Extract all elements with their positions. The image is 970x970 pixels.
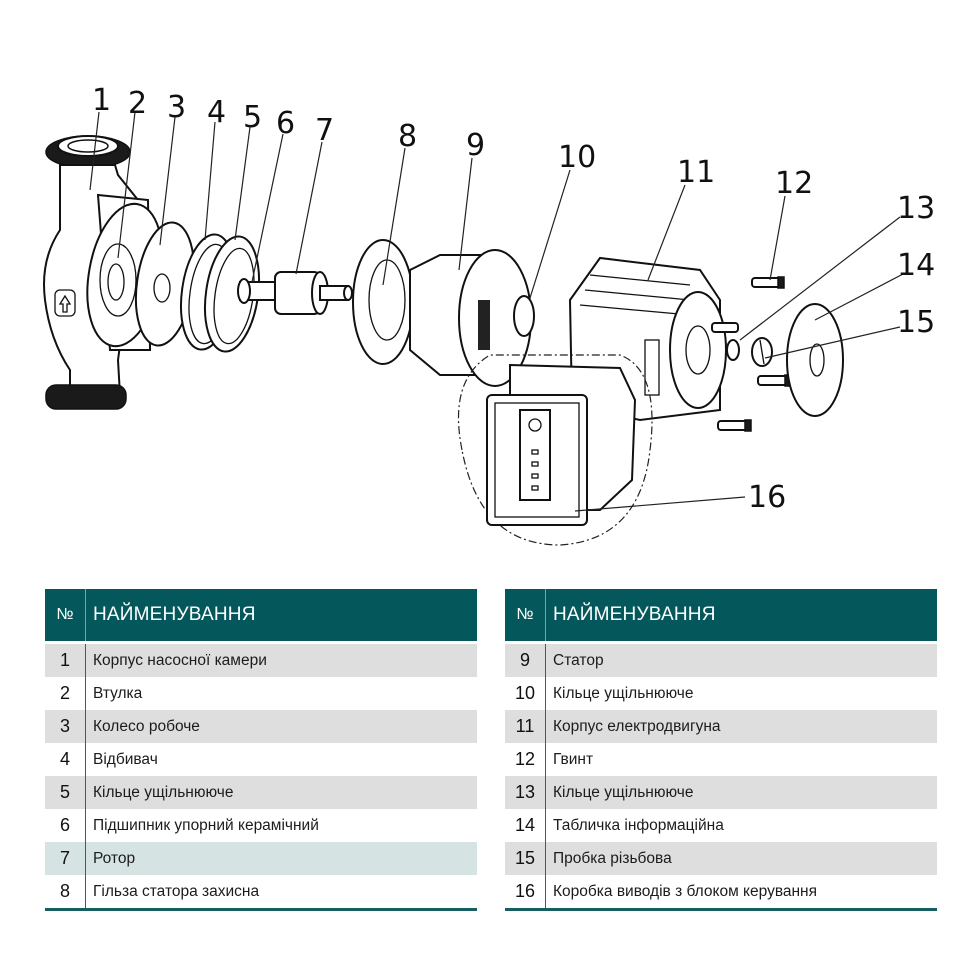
exploded-pump-diagram: 1 2 3 4 5 6 7 8 9 10 11 12 13 14 15 16: [43, 83, 935, 546]
callout-9: 9: [466, 128, 485, 163]
row-number: 12: [505, 743, 546, 776]
row-number: 3: [45, 710, 86, 743]
row-name: Підшипник упорний керамічний: [93, 816, 319, 834]
row-name: Гвинт: [553, 750, 594, 768]
stator-sleeve: [352, 239, 414, 365]
callout-10: 10: [558, 140, 596, 175]
rotor: [237, 271, 353, 315]
row-number: 11: [505, 710, 546, 743]
callout-12: 12: [775, 166, 813, 201]
callout-15: 15: [897, 305, 935, 340]
row-name: Гільза статора захисна: [85, 875, 477, 911]
row-number: 7: [45, 842, 86, 875]
row-number: 5: [45, 776, 86, 809]
callout-8: 8: [398, 119, 417, 154]
row-number: 13: [505, 776, 546, 809]
table-row: 14 Табличка інформаційна: [505, 809, 937, 842]
callout-16: 16: [748, 480, 786, 515]
row-number: 2: [45, 677, 86, 710]
row-number: 16: [505, 875, 546, 911]
row-number: 10: [505, 677, 546, 710]
callout-labels: 1 2 3 4 5 6 7 8 9 10 11 12 13 14 15 16: [92, 83, 935, 515]
callout-1: 1: [92, 83, 111, 118]
table-header: № НАЙМЕНУВАННЯ: [45, 589, 477, 643]
seal-ring-13: [726, 339, 740, 361]
row-name: Втулка: [93, 684, 143, 702]
row-name: Пробка різьбова: [545, 842, 937, 875]
table-header: № НАЙМЕНУВАННЯ: [505, 589, 937, 643]
row-name: Коробка виводів з блоком керування: [545, 875, 937, 911]
callout-7: 7: [315, 113, 334, 148]
row-number: 14: [505, 809, 546, 842]
screws: [717, 276, 792, 432]
row-number: 1: [45, 641, 86, 677]
header-name: НАЙМЕНУВАННЯ: [545, 589, 937, 643]
table-row: 4 Відбивач: [45, 743, 477, 776]
callout-11: 11: [677, 155, 715, 190]
leader-lines: [89, 111, 906, 512]
row-name: Кільце ущільнююче: [545, 776, 937, 809]
row-number: 4: [45, 743, 86, 776]
callout-3: 3: [167, 90, 186, 125]
callout-14: 14: [897, 248, 935, 283]
row-name: Кільце ущільнююче: [553, 684, 694, 702]
pump-housing: [43, 135, 164, 410]
table-row: 2 Втулка: [45, 677, 477, 710]
row-name: Табличка інформаційна: [553, 816, 724, 834]
row-number: 9: [505, 641, 546, 677]
callout-4: 4: [207, 95, 226, 130]
row-number: 6: [45, 809, 86, 842]
table-row: 10 Кільце ущільнююче: [505, 677, 937, 710]
row-name: Ротор: [85, 842, 477, 875]
header-number: №: [45, 589, 86, 643]
stator: [409, 249, 532, 387]
threaded-plug: [751, 337, 773, 367]
header-name: НАЙМЕНУВАННЯ: [85, 589, 477, 643]
row-name: Відбивач: [93, 750, 158, 768]
row-name: Корпус електродвигуна: [545, 710, 937, 743]
callout-2: 2: [128, 86, 147, 121]
seal-ring-10: [513, 295, 535, 337]
callout-6: 6: [276, 106, 295, 141]
callout-13: 13: [897, 191, 935, 226]
row-number: 8: [45, 875, 86, 911]
header-number: №: [505, 589, 546, 643]
table-row: 12 Гвинт: [505, 743, 937, 776]
callout-5: 5: [243, 100, 262, 135]
row-name: Корпус насосної камери: [85, 641, 477, 677]
deflector-and-seal: [180, 233, 260, 353]
row-name: Статор: [545, 641, 937, 677]
row-number: 15: [505, 842, 546, 875]
info-plate: [786, 303, 844, 417]
table-row: 6 Підшипник упорний керамічний: [45, 809, 477, 842]
row-name: Колесо робоче: [85, 710, 477, 743]
terminal-box: [457, 354, 653, 546]
row-name: Кільце ущільнююче: [85, 776, 477, 809]
